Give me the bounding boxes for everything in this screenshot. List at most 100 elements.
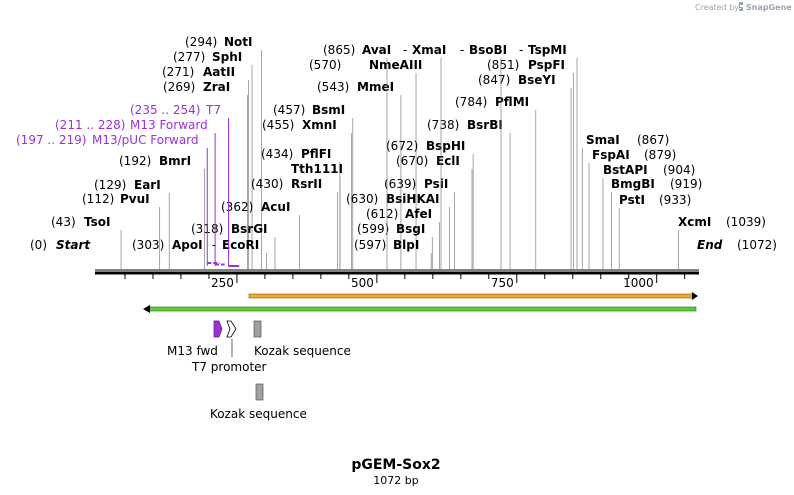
site-position: (303) xyxy=(132,238,164,252)
site-name-zrai[interactable]: ZraI xyxy=(203,80,230,94)
site-name-nmeaiii[interactable]: NmeAIII xyxy=(369,58,422,72)
plasmid-length: 1072 bp xyxy=(373,474,418,487)
kozak-feature-2[interactable] xyxy=(255,383,264,401)
site-name-avai[interactable]: AvaI xyxy=(362,43,391,57)
site-position: (784) xyxy=(455,95,487,109)
site-name-apoi[interactable]: ApoI xyxy=(172,238,203,252)
site-name-psii[interactable]: PsiI xyxy=(424,177,448,191)
separator-dash: - xyxy=(460,43,464,57)
restriction-sites: TsoI(43)PvuI(112)EarI(129)BmrI(192)ZraI(… xyxy=(51,35,766,269)
primer-range: (211 .. 228) xyxy=(55,118,125,132)
site-position: (543) xyxy=(317,80,349,94)
site-position: (112) xyxy=(82,192,114,206)
site-position: (43) xyxy=(51,215,76,229)
t7-promoter-feature[interactable] xyxy=(226,320,237,357)
site-position: (630) xyxy=(346,192,378,206)
separator-dash: - xyxy=(403,43,407,57)
start-label: Start xyxy=(56,238,91,252)
primer-name[interactable]: M13/pUC Forward xyxy=(92,133,199,147)
site-name-pflfi[interactable]: PflFI xyxy=(301,147,331,161)
site-name-ecli[interactable]: EclI xyxy=(436,154,460,168)
kozak-feature-1[interactable] xyxy=(253,320,262,338)
site-position: (612) xyxy=(366,207,398,221)
plasmid-name: pGEM-Sox2 xyxy=(351,457,440,473)
ruler-tick-label: 250 xyxy=(211,276,234,290)
site-position: (457) xyxy=(273,103,305,117)
site-position: (277) xyxy=(173,50,205,64)
site-position: (879) xyxy=(644,148,676,162)
site-position: (738) xyxy=(427,118,459,132)
site-position: (639) xyxy=(384,177,416,191)
separator-dash: - xyxy=(212,238,216,252)
site-position: (269) xyxy=(163,80,195,94)
created-by-label: Created by xyxy=(695,3,739,12)
start-position: (0) xyxy=(30,238,47,252)
site-name-bsphi[interactable]: BspHI xyxy=(426,139,465,153)
site-name-bsrgi[interactable]: BsrGI xyxy=(231,222,268,236)
site-position: (599) xyxy=(357,222,389,236)
green-feature[interactable] xyxy=(143,305,697,313)
site-name-bstapi[interactable]: BstAPI xyxy=(603,163,648,177)
site-position: (430) xyxy=(251,177,283,191)
site-name-bsobi[interactable]: BsoBI xyxy=(469,43,507,57)
site-name-bsgi[interactable]: BsgI xyxy=(396,222,425,236)
t7-promoter-arrow-icon[interactable] xyxy=(226,320,237,338)
site-name-xcmi[interactable]: XcmI xyxy=(678,215,711,229)
green-feature-bar[interactable] xyxy=(147,306,697,312)
site-name-noti[interactable]: NotI xyxy=(224,35,253,49)
kozak-label-2: Kozak sequence xyxy=(210,407,307,421)
site-name-acui[interactable]: AcuI xyxy=(261,200,290,214)
site-position: (192) xyxy=(119,154,151,168)
primer-range: (197 .. 219) xyxy=(16,133,86,147)
site-name-afei[interactable]: AfeI xyxy=(405,207,432,221)
site-name-sphi[interactable]: SphI xyxy=(212,50,242,64)
green-feature-arrow-icon xyxy=(143,305,150,313)
end-label: End xyxy=(697,238,723,252)
site-name-pflmi[interactable]: PflMI xyxy=(495,95,529,109)
site-position: (362) xyxy=(221,200,253,214)
orange-feature[interactable] xyxy=(248,292,698,300)
site-position: (672) xyxy=(386,139,418,153)
site-name-pvui[interactable]: PvuI xyxy=(120,192,150,206)
ruler-tick-label: 750 xyxy=(491,276,514,290)
site-name-fspai[interactable]: FspAI xyxy=(592,148,630,162)
site-name-xmni[interactable]: XmnI xyxy=(302,118,337,132)
site-name-xmai[interactable]: XmaI xyxy=(412,43,446,57)
site-name-bsrbi[interactable]: BsrBI xyxy=(467,118,503,132)
site-name-ecori[interactable]: EcoRI xyxy=(222,238,259,252)
kozak-label-1: Kozak sequence xyxy=(254,344,351,358)
site-position: (670) xyxy=(396,154,428,168)
site-position: (434) xyxy=(261,147,293,161)
site-position: (1039) xyxy=(726,215,766,229)
site-name-bsihkai[interactable]: BsiHKAI xyxy=(386,192,440,206)
ruler-tick-label: 500 xyxy=(351,276,374,290)
site-name-tspmi[interactable]: TspMI xyxy=(528,43,567,57)
site-name-bsmi[interactable]: BsmI xyxy=(312,103,345,117)
site-position: (933) xyxy=(659,193,691,207)
site-name-mmei[interactable]: MmeI xyxy=(357,80,394,94)
site-name-bmri[interactable]: BmrI xyxy=(159,154,191,168)
snapgene-logo-icon xyxy=(739,2,743,11)
site-name-bmgbi[interactable]: BmgBI xyxy=(611,177,655,191)
orange-feature-bar[interactable] xyxy=(248,293,694,299)
site-name-tsoi[interactable]: TsoI xyxy=(84,215,110,229)
site-name-eari[interactable]: EarI xyxy=(134,178,161,192)
m13-fwd-arrow-icon[interactable] xyxy=(213,320,223,338)
site-name-psti[interactable]: PstI xyxy=(619,193,645,207)
site-name-smai[interactable]: SmaI xyxy=(586,133,620,147)
primer-name[interactable]: M13 Forward xyxy=(130,118,208,132)
m13-fwd-feature[interactable] xyxy=(213,320,223,338)
site-name-rsrii[interactable]: RsrII xyxy=(291,177,322,191)
site-name-blpi[interactable]: BlpI xyxy=(393,238,419,252)
primer-name[interactable]: T7 xyxy=(205,103,221,117)
site-name-pspfi[interactable]: PspFI xyxy=(528,58,565,72)
t7-promoter-label: T7 promoter xyxy=(191,360,267,374)
m13-fwd-label: M13 fwd xyxy=(167,344,218,358)
site-name-tth111i[interactable]: Tth111I xyxy=(291,162,343,176)
site-position: (919) xyxy=(670,177,702,191)
site-name-aatii[interactable]: AatII xyxy=(203,65,235,79)
site-name-bseyi[interactable]: BseYI xyxy=(518,73,556,87)
site-position: (847) xyxy=(478,73,510,87)
primer-annotations: (235 .. 254)T7(211 .. 228)M13 Forward(19… xyxy=(16,103,240,267)
